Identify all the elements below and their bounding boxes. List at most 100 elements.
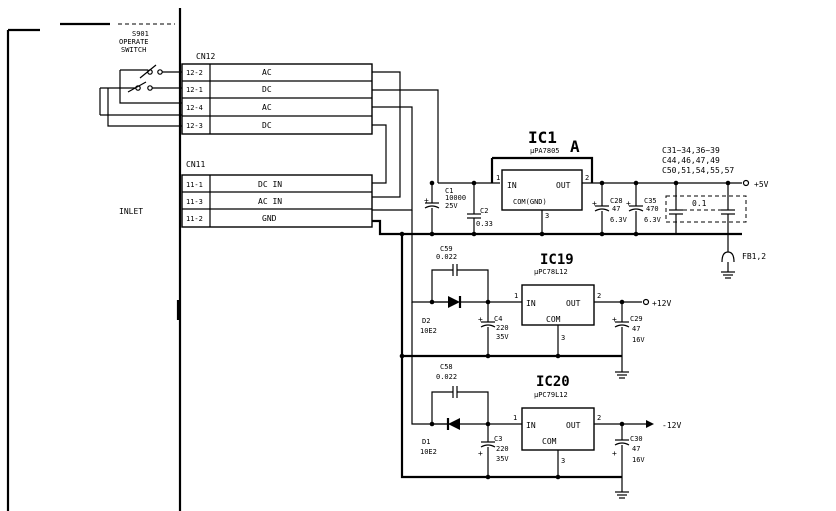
c1-volt: 25V: [445, 202, 458, 210]
c4-volt: 35V: [496, 333, 509, 341]
c2-ref: C2: [480, 207, 488, 215]
ic19-pin1: 1: [514, 292, 518, 300]
cn11-connector: [181, 174, 373, 228]
c30-value: 47: [632, 445, 640, 453]
d2-ref: D2: [422, 317, 430, 325]
ic1-com: COM(GND): [513, 198, 547, 206]
ic20-pin2: 2: [597, 414, 601, 422]
c35-volt: 6.3V: [644, 216, 662, 224]
cap-list-3: C50,51,54,55,57: [662, 166, 734, 175]
svg-text:+: +: [626, 199, 631, 208]
cn11-title: CN11: [186, 160, 205, 169]
ic19-body: [521, 284, 622, 356]
c58-value: 0.022: [436, 373, 457, 381]
out-p12-terminal: [622, 298, 650, 306]
ic20-part: μPC79L12: [534, 391, 568, 399]
ic20-in: IN: [526, 421, 536, 430]
ic20-pin1: 1: [513, 414, 517, 422]
ic1-body: [490, 156, 742, 234]
ic19-part: μPC78L12: [534, 268, 568, 276]
svg-text:+: +: [612, 449, 617, 458]
c1-value: 10000: [445, 194, 466, 202]
cn12-signal-3: AC: [262, 103, 272, 112]
ic19-com: COM: [546, 315, 561, 324]
cn12-signal-1: AC: [262, 68, 272, 77]
fb-inductor: [721, 234, 735, 279]
ic1-pin2: 2: [585, 174, 589, 182]
ic1-out: OUT: [556, 181, 571, 190]
cn12-pin-4: 12-3: [186, 122, 203, 130]
cn11-pin-1: 11-1: [186, 181, 203, 189]
switch-ref: S901: [132, 30, 149, 38]
svg-text:+: +: [592, 199, 597, 208]
cn12-signal-2: DC: [262, 85, 272, 94]
ic20-body: [521, 407, 622, 477]
c28-volt: 6.3V: [610, 216, 628, 224]
d1-ref: D1: [422, 438, 430, 446]
c35-ref: C35: [644, 197, 657, 205]
c3-capacitor: +: [478, 424, 496, 477]
ic19-out: OUT: [566, 299, 581, 308]
out-5v-terminal: [742, 179, 750, 187]
cn12-title: CN12: [196, 52, 215, 61]
out-p12-label: +12V: [652, 299, 671, 308]
c3-ref: C3: [494, 435, 502, 443]
fb-label: FB1,2: [742, 252, 766, 261]
out-5v-label: +5V: [754, 180, 769, 189]
d1-diode: [432, 418, 522, 430]
cap-list-1: C31~34,36~39: [662, 146, 720, 155]
cn11-signal-3: GND: [262, 214, 277, 223]
cap-list-2: C44,46,47,49: [662, 156, 720, 165]
c30-capacitor: +: [612, 424, 630, 499]
cn12-cn11-wiring: [372, 71, 439, 211]
ic1-pin3: 3: [545, 212, 549, 220]
svg-text:+: +: [612, 315, 617, 324]
d2-diode: [432, 296, 522, 308]
cn12-pin-1: 12-2: [186, 69, 203, 77]
c28-ref: C28: [610, 197, 623, 205]
bypass-cap-value: 0.1: [692, 199, 707, 208]
c35-value: 470: [646, 205, 659, 213]
cn11-pin-2: 11-3: [186, 198, 203, 206]
ic1-pin1: 1: [496, 174, 500, 182]
cn12-pin-3: 12-4: [186, 104, 203, 112]
switch-name-2: SWITCH: [121, 46, 146, 54]
c35-capacitor: +: [626, 183, 644, 234]
d2-part: 10E2: [420, 327, 437, 335]
svg-text:+: +: [478, 315, 483, 324]
ic1-in: IN: [507, 181, 517, 190]
ic19-in: IN: [526, 299, 536, 308]
ic20-out: OUT: [566, 421, 581, 430]
c28-capacitor: +: [592, 183, 610, 234]
switch-name-1: OPERATE: [119, 38, 149, 46]
c30-ref: C30: [630, 435, 643, 443]
ic19-pin2: 2: [597, 292, 601, 300]
cn11-pin-3: 11-2: [186, 215, 203, 223]
ic19-ref: IC19: [540, 252, 574, 268]
cn11-signal-1: DC IN: [258, 180, 282, 189]
c30-volt: 16V: [632, 456, 645, 464]
ic20-com: COM: [542, 437, 557, 446]
ic1-marker: A: [570, 137, 580, 156]
c29-volt: 16V: [632, 336, 645, 344]
cn12-signal-4: DC: [262, 121, 272, 130]
d1-part: 10E2: [420, 448, 437, 456]
out-m12-label: -12V: [662, 421, 681, 430]
svg-text:+: +: [424, 196, 429, 205]
cn12-pin-2: 12-1: [186, 86, 203, 94]
c59-ref: C59: [440, 245, 453, 253]
ic1-ref: IC1: [528, 128, 557, 147]
bypass-capacitors: [665, 183, 747, 235]
ic20-ref: IC20: [536, 374, 570, 390]
c2-capacitor: [467, 183, 481, 234]
inlet-label: INLET: [119, 207, 143, 216]
svg-text:+: +: [478, 449, 483, 458]
junction-dots: [399, 180, 731, 480]
ic1-part: μPA7805: [530, 147, 560, 155]
ic19-pin3: 3: [561, 334, 565, 342]
c29-capacitor: +: [612, 302, 630, 379]
out-m12-terminal: [622, 420, 654, 428]
c4-value: 220: [496, 324, 509, 332]
c4-capacitor: +: [478, 302, 496, 356]
